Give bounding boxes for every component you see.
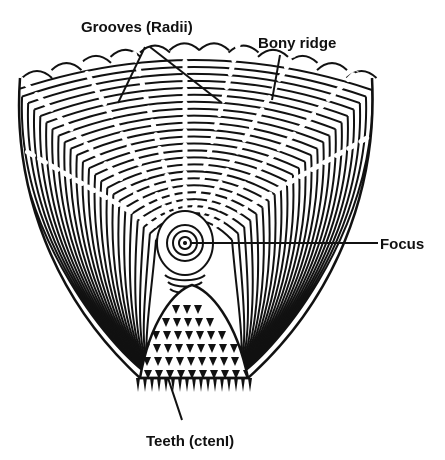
focus-region (157, 211, 213, 293)
label-focus: Focus (380, 236, 424, 253)
label-teeth: Teeth (ctenI) (146, 433, 234, 450)
label-bony-ridge: Bony ridge (258, 35, 336, 52)
label-grooves: Grooves (Radii) (81, 19, 193, 36)
